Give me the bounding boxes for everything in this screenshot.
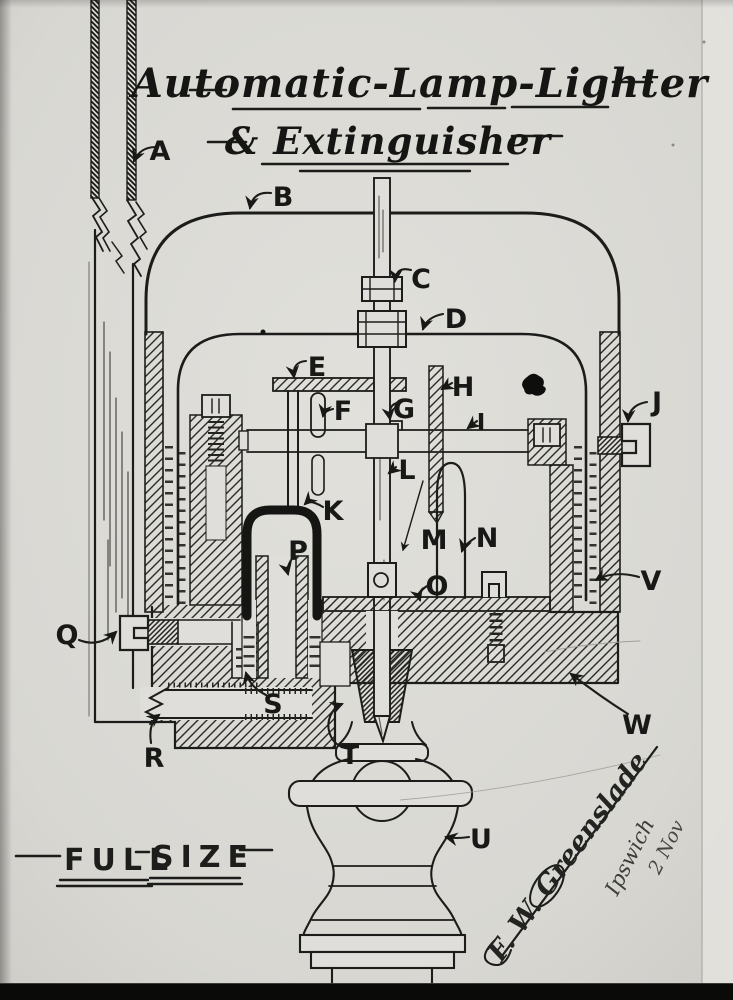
valve-handle [287, 779, 474, 808]
liquid-seal-channels [165, 446, 597, 604]
part-label-c: C [411, 264, 431, 295]
screw-q [118, 614, 241, 652]
rod-boss [365, 423, 399, 459]
part-label-n: N [476, 523, 499, 554]
part-label-u: U [470, 824, 492, 855]
part-label-b: B [273, 182, 294, 213]
valve-body-u [287, 757, 474, 987]
part-label-w: W [622, 710, 652, 741]
lamp-pipe [88, 0, 160, 724]
photo-left-shade [0, 0, 12, 984]
drawing-title-line1: Automatic-Lamp-Lighter [128, 60, 710, 107]
pipe-r [140, 682, 313, 725]
casing-walls [144, 331, 621, 613]
ink-drawing [14, 0, 706, 987]
scale-note-word2: SIZE [152, 840, 255, 875]
part-label-i: I [477, 410, 486, 436]
photo-bottom-strip [0, 984, 733, 1000]
right-trough-wall [549, 464, 574, 613]
part-label-r: R [144, 743, 165, 774]
moldings [311, 865, 454, 921]
left-screw-head [201, 394, 231, 418]
coupling-lower [357, 310, 407, 348]
base-plate [298, 933, 467, 954]
part-label-f: F [334, 396, 352, 427]
scale-note-word1: FULL [64, 843, 175, 878]
part-label-m: M [421, 525, 448, 556]
part-label-j: J [650, 387, 662, 418]
scale-note: FULL SIZE [64, 840, 255, 878]
burner-assembly [319, 610, 429, 762]
bell-post [287, 390, 299, 510]
part-label-l: L [398, 455, 415, 486]
part-label-g: G [393, 394, 415, 425]
photo-top-shade [0, 0, 733, 8]
part-label-q: Q [56, 620, 79, 651]
signature-flourish [484, 745, 659, 966]
pipe-break-left [90, 195, 104, 252]
part-label-p: P [288, 536, 308, 567]
part-label-h: H [452, 372, 475, 403]
title-rules [188, 80, 654, 173]
trumpet [337, 721, 427, 746]
part-label-t: T [341, 740, 360, 771]
ink-dot [260, 329, 266, 335]
part-label-e: E [308, 352, 326, 383]
part-label-k: K [323, 496, 345, 527]
guide-bar-e [272, 377, 407, 392]
part-label-o: O [426, 571, 449, 602]
bell-k [242, 505, 322, 621]
pipe-liquid-lines [103, 321, 129, 641]
part-label-d: D [445, 304, 467, 335]
scale-note-rules [14, 848, 274, 888]
part-label-s: S [263, 689, 282, 720]
rod-tip [372, 715, 392, 745]
part-labels: A B C D E F G H I J K L M N O P Q R S T … [56, 136, 663, 855]
central-rod [357, 177, 407, 613]
drawing-title-line2: & Extinguisher [225, 119, 553, 163]
part-label-a: A [150, 136, 171, 167]
guide-block-m [367, 562, 397, 598]
ink-blot [522, 373, 546, 396]
pedestal-legs [330, 966, 434, 987]
mechanism [201, 365, 567, 600]
screw-j [597, 422, 652, 468]
leader-arrows [77, 145, 649, 846]
pipe-break-right [126, 199, 142, 277]
photo-right-band [702, 0, 733, 984]
tube-n [435, 461, 467, 600]
part-label-v: V [641, 566, 662, 597]
tube-p-and-bell-k [241, 505, 323, 679]
